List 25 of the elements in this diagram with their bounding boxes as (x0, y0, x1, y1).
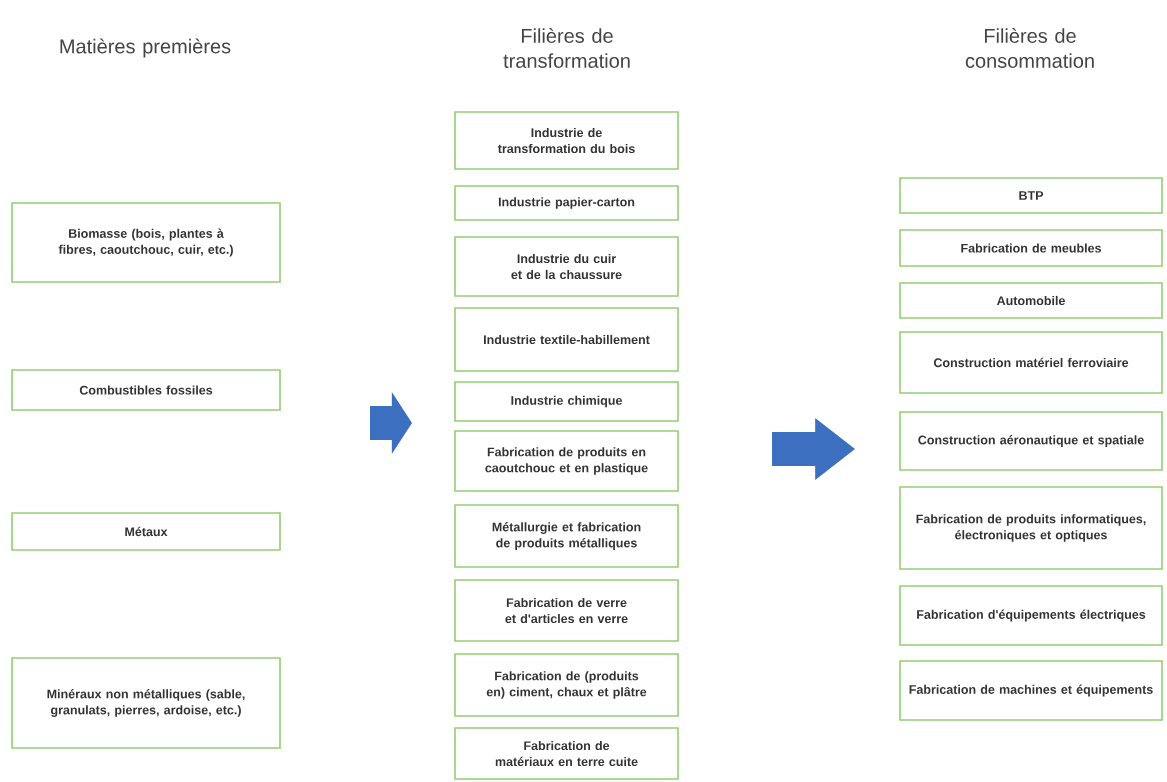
process-box: Fabrication de machines et équipements (899, 660, 1163, 721)
process-box: Fabrication de verre et d'articles en verre (454, 579, 679, 642)
column-heading: Filières de consommation (965, 28, 1094, 68)
process-box: Automobile (899, 282, 1163, 319)
process-box: Industrie papier-carton (454, 185, 679, 221)
process-box: Fabrication d'équipements électriques (899, 585, 1163, 646)
column-heading: Filières de transformation (503, 28, 630, 68)
process-box: Construction aéronautique et spatiale (899, 411, 1163, 471)
process-box: Métaux (11, 512, 281, 551)
process-box: Fabrication de produits informatiques, électroniques et optiques (899, 486, 1163, 570)
process-box: Biomasse (bois, plantes à fibres, caoutchouc, cuir, etc.) (11, 202, 281, 283)
process-box: Industrie du cuir et de la chaussure (454, 236, 679, 297)
process-box: Fabrication de (produits en) ciment, chaux et plâtre (454, 653, 679, 717)
process-box: Métallurgie et fabrication de produits métalliques (454, 504, 679, 568)
process-box: BTP (899, 177, 1163, 214)
process-box: Fabrication de matériaux en terre cuite (454, 727, 679, 780)
process-box: Industrie de transformation du bois (454, 111, 679, 170)
process-box: Fabrication de meubles (899, 229, 1163, 267)
process-box: Minéraux non métalliques (sable, granulats, pierres, ardoise, etc.) (11, 657, 281, 749)
process-box: Construction matériel ferroviaire (899, 331, 1163, 394)
process-box: Industrie chimique (454, 381, 679, 422)
process-box: Combustibles fossiles (11, 369, 281, 411)
column-heading: Matières premières (60, 38, 231, 58)
process-box: Industrie textile-habillement (454, 307, 679, 372)
process-box: Fabrication de produits en caoutchouc et en plastique (454, 430, 679, 492)
